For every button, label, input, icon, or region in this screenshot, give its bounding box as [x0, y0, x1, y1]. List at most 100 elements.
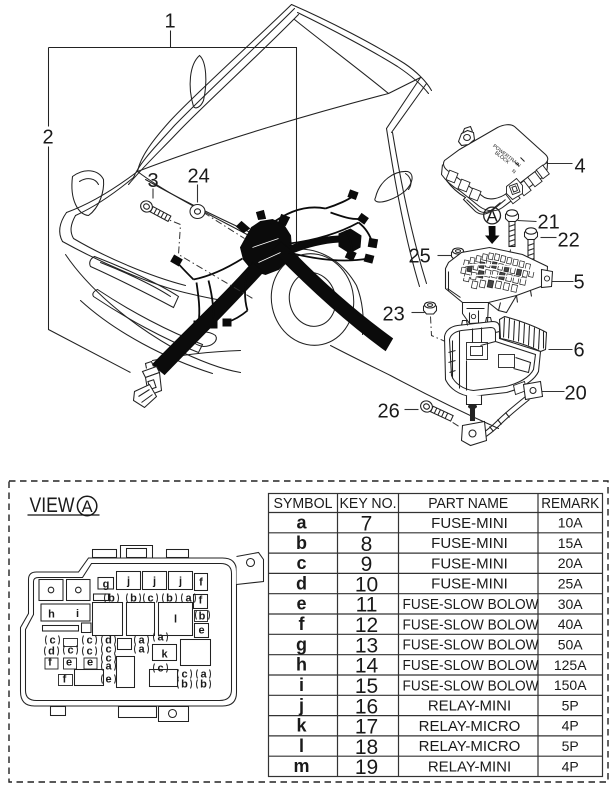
svg-text:d: d: [296, 573, 307, 593]
svg-text:a: a: [296, 513, 307, 533]
svg-text:g: g: [103, 579, 110, 591]
svg-text:h: h: [296, 655, 307, 675]
svg-text:5P: 5P: [562, 697, 579, 713]
svg-text:a: a: [138, 644, 145, 656]
svg-text:f: f: [63, 674, 67, 686]
svg-text:i: i: [76, 608, 79, 620]
svg-text:N: N: [510, 168, 517, 175]
svg-text:c: c: [157, 663, 163, 675]
svg-text:12: 12: [355, 614, 378, 637]
svg-text:RELAY-MINI: RELAY-MINI: [428, 759, 511, 776]
svg-text:10A: 10A: [558, 515, 584, 531]
svg-text:b: b: [130, 593, 137, 605]
svg-text:j: j: [298, 695, 304, 715]
svg-text:9: 9: [361, 553, 373, 576]
svg-text:FUSE-SLOW BOLOW: FUSE-SLOW BOLOW: [403, 616, 540, 633]
svg-text:15: 15: [355, 675, 378, 698]
svg-text:k: k: [296, 716, 307, 736]
svg-text:a: a: [105, 661, 112, 673]
svg-text:RELAY-MICRO: RELAY-MICRO: [419, 738, 521, 755]
svg-text:e: e: [66, 657, 72, 669]
svg-text:6: 6: [574, 340, 585, 362]
svg-text:26: 26: [378, 401, 400, 423]
svg-text:16: 16: [355, 695, 378, 718]
svg-text:d: d: [105, 635, 112, 647]
svg-text:25: 25: [409, 246, 431, 268]
svg-text:b: b: [181, 679, 188, 691]
svg-text:21: 21: [538, 212, 560, 234]
svg-text:d: d: [48, 646, 55, 658]
svg-text:l: l: [174, 614, 177, 626]
svg-text:FUSE-MINI: FUSE-MINI: [431, 515, 508, 532]
svg-text:3: 3: [148, 170, 159, 192]
svg-text:j: j: [152, 576, 156, 588]
svg-text:VIEW: VIEW: [30, 494, 75, 517]
svg-text:10: 10: [355, 573, 378, 596]
svg-text:5P: 5P: [562, 738, 579, 754]
svg-text:a: a: [157, 632, 164, 644]
svg-text:14: 14: [355, 655, 379, 678]
svg-text:f: f: [199, 577, 203, 589]
svg-text:c: c: [67, 645, 73, 657]
svg-text:b: b: [199, 611, 206, 623]
svg-text:30A: 30A: [558, 596, 584, 612]
svg-text:a: a: [185, 593, 192, 605]
svg-text:a: a: [200, 669, 207, 681]
svg-text:f: f: [199, 595, 203, 607]
svg-text:23: 23: [383, 304, 405, 326]
svg-text:h: h: [48, 609, 55, 621]
svg-text:19: 19: [355, 756, 378, 779]
svg-text:15A: 15A: [558, 535, 584, 551]
svg-text:FUSE-MINI: FUSE-MINI: [431, 576, 508, 593]
svg-text:22: 22: [558, 230, 580, 252]
svg-text:c: c: [181, 669, 187, 681]
svg-text:4P: 4P: [562, 718, 579, 734]
svg-text:c: c: [86, 646, 92, 658]
svg-text:A: A: [82, 498, 93, 516]
svg-text:FUSE-SLOW BOLOW: FUSE-SLOW BOLOW: [403, 677, 540, 694]
svg-text:8: 8: [361, 533, 373, 556]
svg-text:f: f: [299, 614, 306, 634]
svg-text:b: b: [296, 533, 307, 553]
svg-text:c: c: [105, 644, 111, 656]
svg-text:KEY NO.: KEY NO.: [340, 495, 397, 512]
svg-text:b: b: [200, 679, 207, 691]
svg-text:FUSE-MINI: FUSE-MINI: [431, 555, 508, 572]
svg-text:4P: 4P: [562, 758, 579, 774]
svg-text:e: e: [296, 594, 306, 614]
svg-text:RELAY-MICRO: RELAY-MICRO: [419, 718, 521, 735]
svg-text:24: 24: [188, 166, 210, 188]
svg-text:2: 2: [43, 127, 54, 149]
svg-text:g: g: [296, 634, 307, 654]
svg-text:e: e: [105, 674, 111, 686]
svg-text:25A: 25A: [558, 576, 584, 592]
svg-text:4: 4: [575, 156, 586, 178]
svg-text:j: j: [178, 576, 182, 588]
svg-text:11: 11: [356, 594, 378, 617]
svg-text:c: c: [147, 593, 153, 605]
svg-text:f: f: [48, 657, 52, 669]
svg-text:REMARK: REMARK: [541, 495, 599, 512]
svg-text:c: c: [86, 635, 92, 647]
svg-text:b: b: [166, 593, 173, 605]
svg-text:k: k: [161, 649, 168, 661]
svg-text:b: b: [108, 593, 115, 605]
svg-text:13: 13: [355, 634, 378, 657]
svg-text:20: 20: [565, 383, 587, 405]
svg-text:40A: 40A: [558, 616, 584, 632]
svg-text:c: c: [296, 553, 306, 573]
svg-text:18: 18: [355, 736, 378, 759]
svg-text:FUSE-MINI: FUSE-MINI: [431, 535, 508, 552]
svg-text:j: j: [126, 576, 130, 588]
svg-text:e: e: [87, 657, 93, 669]
svg-text:20A: 20A: [558, 555, 584, 571]
svg-text:50A: 50A: [558, 636, 584, 652]
svg-text:m: m: [293, 756, 309, 776]
svg-text:a: a: [138, 635, 145, 647]
svg-text:PART NAME: PART NAME: [428, 495, 508, 512]
svg-text:7: 7: [361, 513, 373, 536]
svg-text:150A: 150A: [554, 677, 587, 693]
svg-text:1: 1: [165, 11, 176, 33]
svg-text:5: 5: [574, 272, 585, 294]
svg-text:FUSE-SLOW BOLOW: FUSE-SLOW BOLOW: [403, 657, 540, 674]
